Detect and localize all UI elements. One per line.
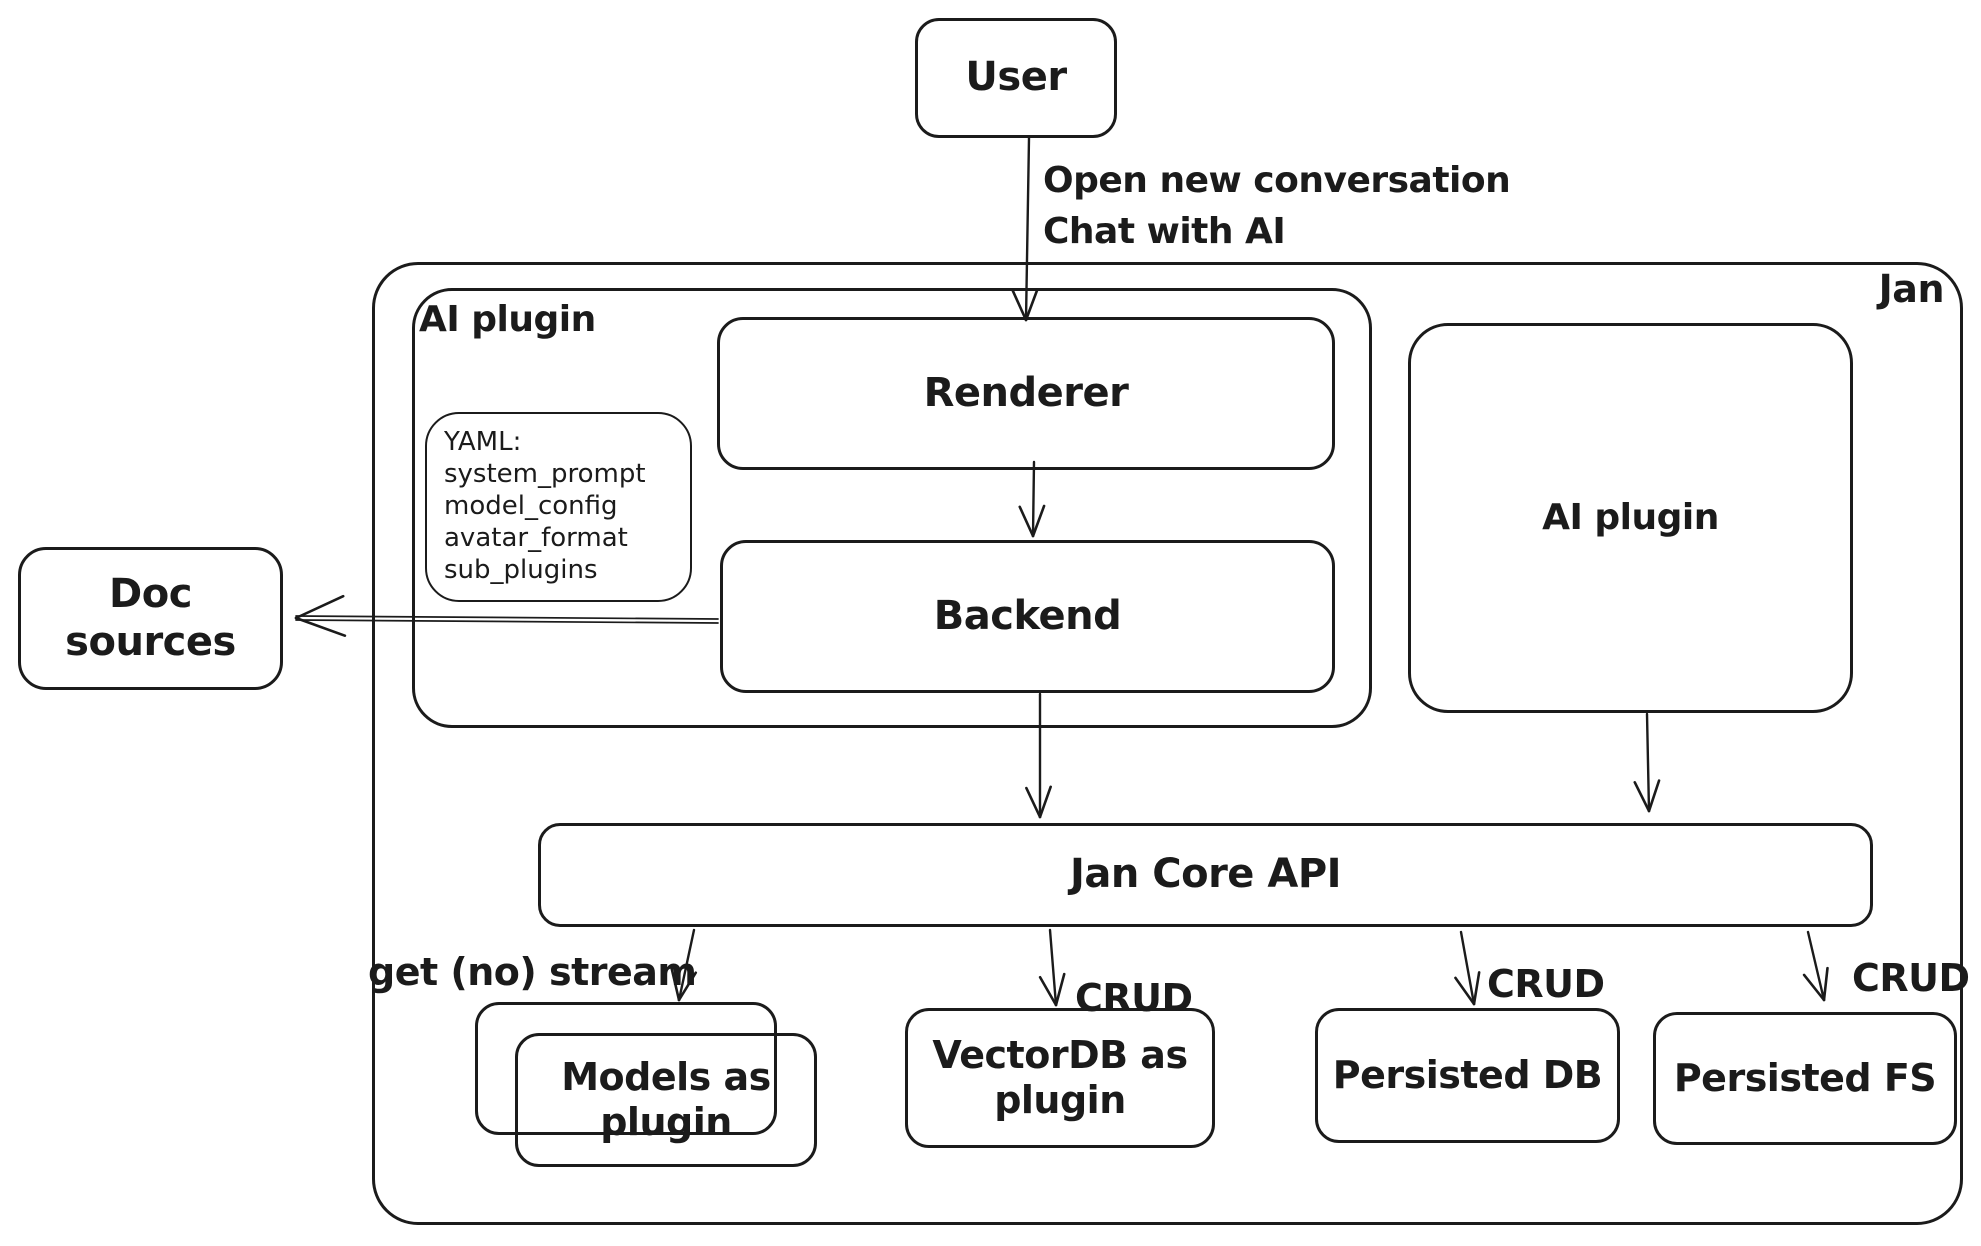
models-back-box xyxy=(475,1002,777,1135)
persisted-fs-box-label: Persisted FS xyxy=(1673,1056,1937,1101)
crud-persisted-db-label: CRUD xyxy=(1487,962,1605,1006)
yaml-note-label: YAML: system_prompt model_config avatar_… xyxy=(444,427,646,585)
backend-box: Backend xyxy=(720,540,1335,693)
yaml-note: YAML: system_prompt model_config avatar_… xyxy=(425,412,692,602)
renderer-box-label: Renderer xyxy=(923,369,1129,416)
persisted-db-box: Persisted DB xyxy=(1315,1008,1620,1143)
user-box: User xyxy=(915,18,1117,138)
persisted-fs-box: Persisted FS xyxy=(1653,1012,1957,1145)
renderer-box: Renderer xyxy=(717,317,1335,470)
persisted-db-box-label: Persisted DB xyxy=(1332,1053,1603,1098)
models-front-box-label: Models as plugin xyxy=(561,1055,771,1144)
doc-sources-box: Doc sources xyxy=(18,547,283,690)
crud-vectordb-label: CRUD xyxy=(1075,976,1193,1020)
models-front-box: Models as plugin xyxy=(515,1033,817,1167)
jan-core-api-box-label: Jan Core API xyxy=(1069,851,1342,898)
jan-box-label: Jan xyxy=(1878,267,1945,311)
ai-plugin-box: AI plugin xyxy=(1408,323,1853,713)
ai-plugin-box-label: AI plugin xyxy=(1542,496,1719,538)
ai-plugin-container-label: AI plugin xyxy=(419,299,596,340)
vectordb-box: VectorDB as plugin xyxy=(905,1008,1215,1148)
doc-sources-box-label: Doc sources xyxy=(65,571,236,665)
user-box-label: User xyxy=(965,54,1067,101)
jan-box: Jan xyxy=(372,262,1963,1225)
jan-core-api-box: Jan Core API xyxy=(538,823,1873,927)
conversation-label: Open new conversation Chat with AI xyxy=(1043,160,1511,253)
crud-persisted-fs-label: CRUD xyxy=(1852,956,1970,1000)
get-no-stream-label: get (no) stream xyxy=(368,950,697,994)
backend-box-label: Backend xyxy=(933,592,1122,639)
ai-plugin-container: AI plugin xyxy=(412,288,1372,728)
vectordb-box-label: VectorDB as plugin xyxy=(932,1033,1188,1122)
